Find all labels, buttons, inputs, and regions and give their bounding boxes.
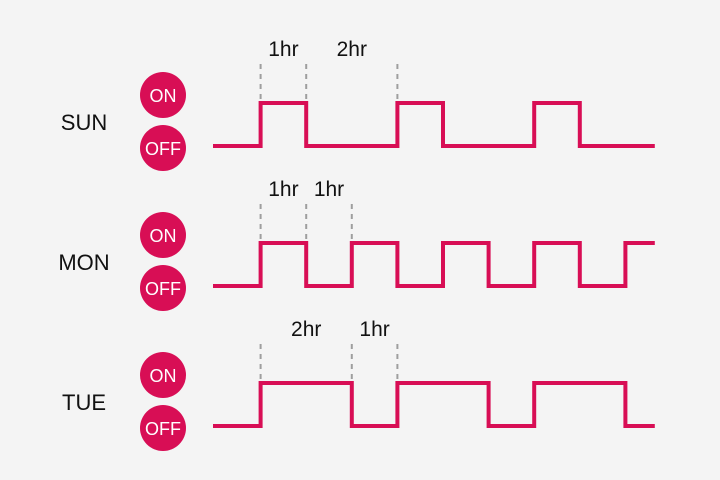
on-badge-label: ON	[150, 226, 177, 246]
on-badge: ON	[140, 352, 186, 398]
interval-label: 1hr	[314, 178, 344, 201]
interval-markers	[259, 204, 353, 243]
off-badge-label: OFF	[145, 279, 181, 299]
on-badge: ON	[140, 212, 186, 258]
day-label: MON	[58, 250, 109, 275]
signal-waveform	[213, 241, 655, 288]
off-badge: OFF	[140, 405, 186, 451]
interval-label: 2hr	[337, 38, 367, 61]
off-badge-circle	[140, 265, 186, 311]
on-badge-circle	[140, 212, 186, 258]
signal-waveform	[213, 381, 655, 428]
off-badge-circle	[140, 405, 186, 451]
off-badge-label: OFF	[145, 139, 181, 159]
day-label: TUE	[62, 390, 106, 415]
schedule-row: MON ON OFF 1hr 1hr	[58, 178, 655, 311]
on-badge-label: ON	[150, 86, 177, 106]
on-badge-circle	[140, 352, 186, 398]
on-badge-circle	[140, 72, 186, 118]
off-badge: OFF	[140, 265, 186, 311]
interval-markers	[259, 344, 399, 383]
off-badge-label: OFF	[145, 419, 181, 439]
off-badge: OFF	[140, 125, 186, 171]
on-badge: ON	[140, 72, 186, 118]
schedule-row: TUE ON OFF 2hr 1hr	[62, 318, 655, 451]
schedule-row: SUN ON OFF 1hr 2hr	[61, 38, 655, 171]
interval-label: 1hr	[359, 318, 389, 341]
day-label: SUN	[61, 110, 107, 135]
interval-label: 1hr	[268, 178, 298, 201]
interval-markers	[259, 64, 399, 103]
on-badge-label: ON	[150, 366, 177, 386]
signal-waveform	[213, 101, 655, 148]
off-badge-circle	[140, 125, 186, 171]
interval-label: 1hr	[268, 38, 298, 61]
interval-label: 2hr	[291, 318, 321, 341]
